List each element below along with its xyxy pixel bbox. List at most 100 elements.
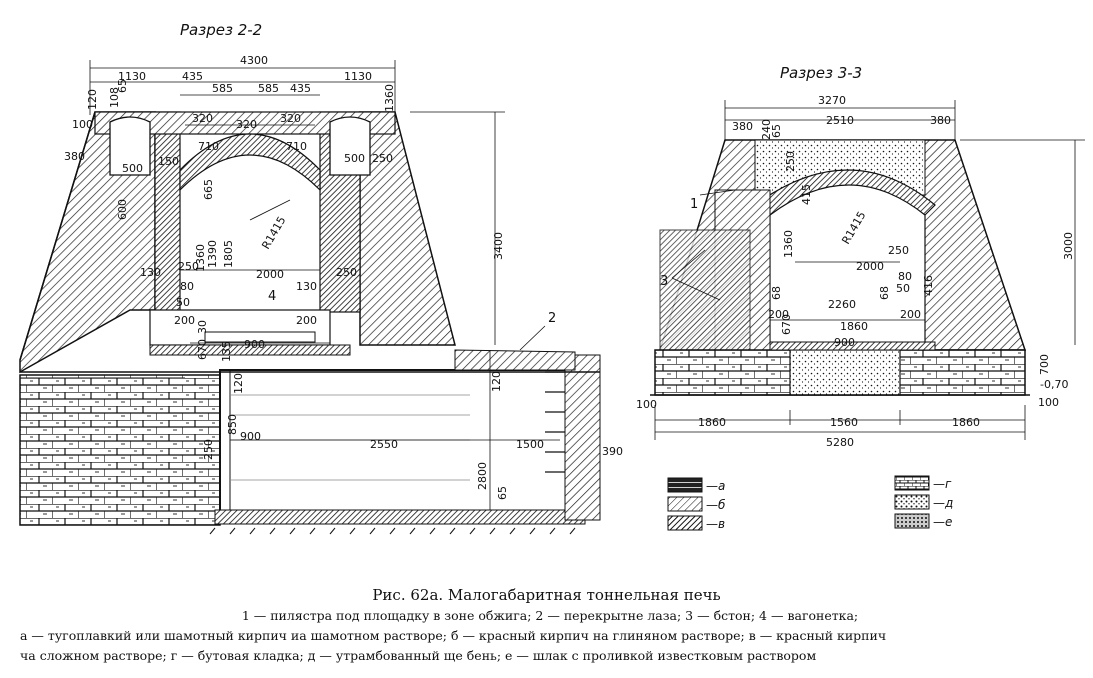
dim-135: 135 xyxy=(220,341,233,362)
caption-line-2: а — тугоплавкий или шамотный кирпич иа ш… xyxy=(20,628,887,643)
dim-250-c: 250 xyxy=(336,266,357,279)
dim-500-b: 500 xyxy=(344,152,365,165)
dim-670: 670 xyxy=(196,339,209,360)
dim-320-a: 320 xyxy=(192,112,213,125)
legend-label-e: —е xyxy=(933,515,952,529)
dim-665: 665 xyxy=(202,179,215,200)
dim-600: 600 xyxy=(116,199,129,220)
dim-65-3: 65 xyxy=(770,124,783,138)
section-3-3: 3270 380 2510 380 240 65 250 415 R1415 1… xyxy=(636,94,1085,449)
dim-50-3: 50 xyxy=(896,282,910,295)
dim-710-b: 710 xyxy=(286,140,307,153)
dim-b5280: 5280 xyxy=(826,436,854,449)
section-3-title: Разрез 3-3 xyxy=(780,64,862,82)
legend-label-d: —д xyxy=(933,496,953,510)
left-brick-foundation xyxy=(19,374,221,526)
dim-250-3b: 250 xyxy=(888,244,909,257)
dim-30: 30 xyxy=(196,320,209,334)
dim-2000-2: 2000 xyxy=(256,268,284,281)
section-2-title: Разрез 2-2 xyxy=(180,21,262,39)
dim-50: 50 xyxy=(176,296,190,309)
dim-100-3b: 100 xyxy=(1038,396,1059,409)
dim-250-b: 250 xyxy=(178,260,199,273)
dim-4300: 4300 xyxy=(240,54,268,67)
dim-68-b: 68 xyxy=(878,286,891,300)
dim-415: 415 xyxy=(800,184,813,205)
legend-swatch-e xyxy=(894,513,930,529)
caption-line-1: 1 — пилястра под площадку в зоне обжига;… xyxy=(241,608,859,623)
dim-b1560: 1560 xyxy=(830,416,858,429)
dim-100: 100 xyxy=(72,118,93,131)
dim-240: 240 xyxy=(760,119,773,140)
legend-swatch-v xyxy=(667,515,703,531)
dim-80: 80 xyxy=(180,280,194,293)
dim-200-a: 200 xyxy=(174,314,195,327)
dim-1130-right: 1130 xyxy=(344,70,372,83)
legend-label-b: —б xyxy=(706,498,726,512)
dim-120: 120 xyxy=(86,89,99,110)
dim-65-b: 65 xyxy=(496,486,509,500)
dim-900-b: 900 xyxy=(240,430,261,443)
dim-700: 700 xyxy=(1038,354,1051,375)
dim-2260: 2260 xyxy=(828,298,856,311)
dim-2550: 2550 xyxy=(370,438,398,451)
dim-200-b: 200 xyxy=(296,314,317,327)
dim-380-b: 380 xyxy=(930,114,951,127)
dim-120-b: 120 xyxy=(232,373,245,394)
dim-900: 900 xyxy=(244,338,265,351)
dim-585-a: 585 xyxy=(212,82,233,95)
dim-320-b: 320 xyxy=(236,118,257,131)
dim-320-c: 320 xyxy=(280,112,301,125)
dim-3270: 3270 xyxy=(818,94,846,107)
figure-caption: Рис. 62а. Малогабаритная тоннельная печь xyxy=(372,586,721,604)
legend: —а —б —в —г —д —е xyxy=(667,475,953,531)
legend-label-v: —в xyxy=(706,517,725,531)
dim-380-left: 380 xyxy=(64,150,85,163)
caption-legend: 1 — пилястра под площадку в зоне обжига;… xyxy=(20,606,1080,666)
dim-2000-3: 2000 xyxy=(856,260,884,273)
dim-585-b: 585 xyxy=(258,82,279,95)
dim-130-a: 130 xyxy=(140,266,161,279)
right-buttress xyxy=(359,111,456,346)
dim-65: 65 xyxy=(116,79,129,93)
dim-1130-left: 1130 xyxy=(118,70,146,83)
dim-3400: 3400 xyxy=(492,232,505,260)
dim-250-a: 250 xyxy=(372,152,393,165)
label-2: 2 xyxy=(548,311,556,326)
dim-2800: 2800 xyxy=(476,462,489,490)
arch-2 xyxy=(179,133,321,192)
legend-swatch-g xyxy=(894,475,930,491)
dim-435-a: 435 xyxy=(182,70,203,83)
dim-b1860-b: 1860 xyxy=(952,416,980,429)
dim-1500: 1500 xyxy=(516,438,544,451)
dim-radius-2: R1415 xyxy=(259,214,288,251)
caption-line-3: ча сложном растворе; г — бутовая кладка;… xyxy=(20,648,817,663)
dim-1360-3: 1360 xyxy=(782,230,795,258)
dim-neg070: -0,70 xyxy=(1040,378,1068,391)
dim-1805: 1805 xyxy=(222,240,235,268)
legend-swatch-a xyxy=(667,477,703,493)
dim-1360: 1360 xyxy=(194,244,207,272)
dim-390: 390 xyxy=(602,445,623,458)
dim-108: 108 xyxy=(108,87,121,108)
dim-80-3: 80 xyxy=(898,270,912,283)
dim-380-a: 380 xyxy=(732,120,753,133)
dim-500-a: 500 xyxy=(122,162,143,175)
dim-200-3a: 200 xyxy=(768,308,789,321)
label-3: 3 xyxy=(660,274,668,289)
legend-label-g: —г xyxy=(933,477,952,491)
dim-416: 416 xyxy=(922,275,935,296)
dim-200-3b: 200 xyxy=(900,308,921,321)
legend-swatch-d xyxy=(894,494,930,510)
dim-250-d: 250 xyxy=(202,439,215,460)
dim-130-b: 130 xyxy=(296,280,317,293)
dim-68-a: 68 xyxy=(770,286,783,300)
dim-1360-top: 1360 xyxy=(383,84,396,112)
dim-120-c: 120 xyxy=(490,371,503,392)
section-2-2: 4300 1130 1130 435 585 585 435 320 320 3… xyxy=(19,54,623,535)
dim-710-a: 710 xyxy=(198,140,219,153)
dim-1390: 1390 xyxy=(206,240,219,268)
label-1: 1 xyxy=(690,197,698,212)
dim-2510: 2510 xyxy=(826,114,854,127)
dim-150: 150 xyxy=(158,155,179,168)
